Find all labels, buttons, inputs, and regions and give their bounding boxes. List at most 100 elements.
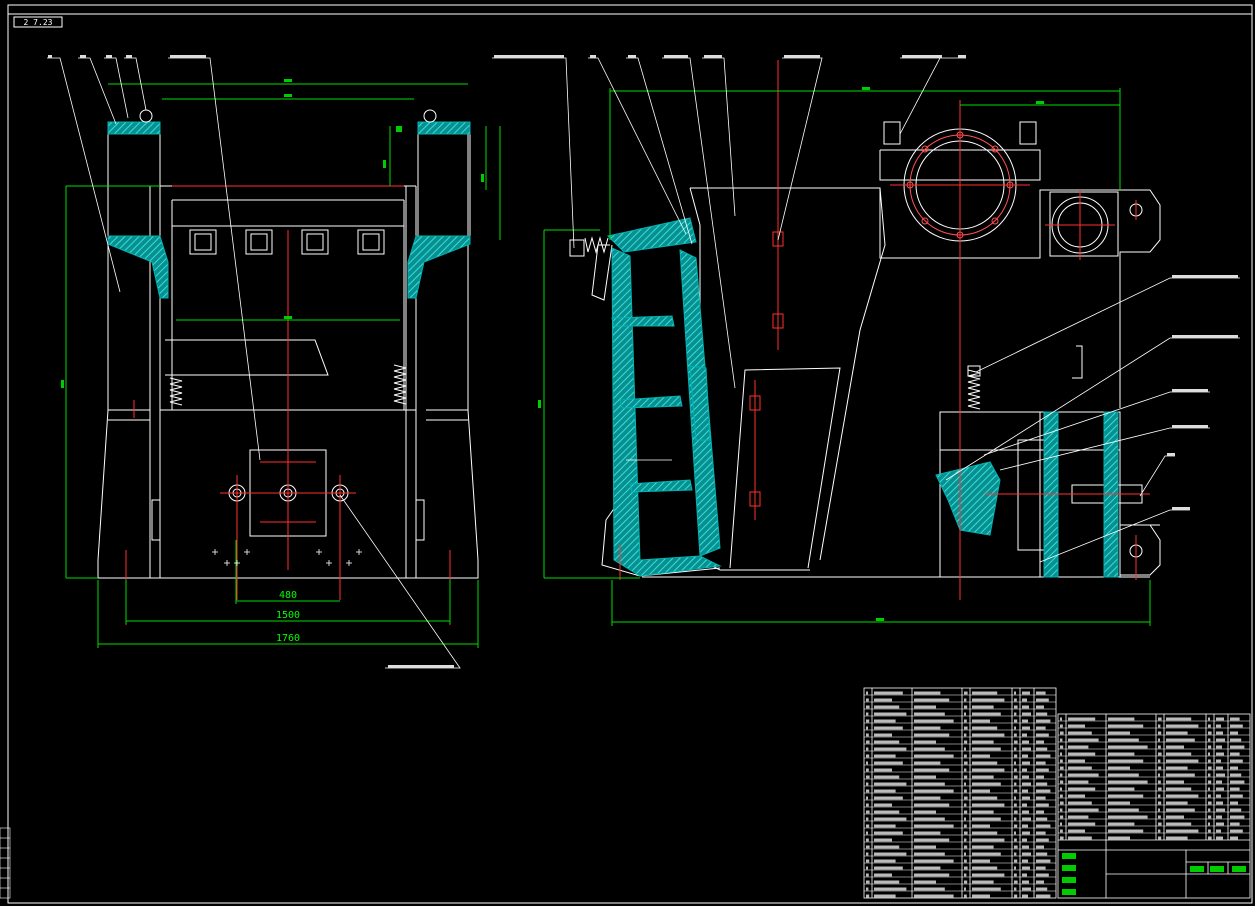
table-cell-text (1022, 775, 1029, 779)
table-cell-text (1108, 738, 1139, 742)
table-cell-text (1108, 780, 1148, 784)
table-cell-text (1108, 822, 1135, 826)
table-cell-text (1036, 803, 1049, 807)
table-cell-text (1230, 829, 1243, 833)
table-cell-text (1068, 752, 1096, 756)
table-cell-text (1230, 752, 1240, 756)
side-dim-marks (538, 87, 1044, 621)
table-cell-text (914, 831, 941, 835)
table-cell-text (1208, 731, 1212, 735)
table-cell-text (1014, 733, 1017, 737)
table-cell-text (1208, 794, 1211, 798)
table-cell-text (1166, 780, 1184, 784)
table-cell-text (1216, 822, 1224, 826)
table-cell-text (972, 705, 994, 709)
table-cell-text (874, 894, 896, 898)
table-cell-text (1014, 831, 1016, 835)
table-cell-text (866, 873, 869, 877)
table-cell-text (914, 810, 936, 814)
table-cell-text (964, 852, 966, 856)
table-cell-text (866, 831, 868, 835)
table-cell-text (874, 789, 896, 793)
table-cell-text (964, 873, 967, 877)
table-cell-text (1216, 724, 1221, 728)
table-cell-text (1166, 836, 1188, 840)
title-block-stamps (1062, 853, 1246, 895)
table-cell-text (1022, 768, 1027, 772)
table-cell-text (1108, 836, 1130, 840)
table-cell-text (1166, 787, 1192, 791)
table-cell-text (1230, 717, 1240, 721)
table-cell-text (1108, 829, 1144, 833)
table-cell-text (1022, 873, 1027, 877)
front-dimensions (65, 83, 501, 648)
table-cell-text (874, 768, 892, 772)
table-cell-text (972, 789, 990, 793)
table-cell-text (964, 796, 968, 800)
table-cell-text (1022, 726, 1030, 730)
table-cell-text (1060, 738, 1063, 742)
table-cell-text (1014, 691, 1016, 695)
table-cell-text (914, 775, 936, 779)
table-cell-text (1014, 880, 1018, 884)
table-cell-text (1014, 775, 1018, 779)
table-cell-text (1216, 829, 1221, 833)
table-cell-text (964, 691, 968, 695)
table-cell-text (866, 768, 869, 772)
table-cell-text (1022, 810, 1029, 814)
table-cell-text (1060, 794, 1063, 798)
table-cell-text (1036, 845, 1044, 849)
table-cell-text (1108, 808, 1139, 812)
table-cell-text (972, 719, 990, 723)
table-cell-text (1022, 754, 1028, 758)
revision-strip (0, 827, 11, 899)
table-cell-text (1022, 880, 1029, 884)
table-cell-text (1036, 831, 1046, 835)
table-cell-text (1216, 738, 1225, 742)
table-cell-text (1108, 773, 1139, 777)
table-cell-text (1022, 698, 1027, 702)
side-view-outline (591, 149, 1161, 578)
table-cell-text (1216, 815, 1222, 819)
table-cell-text (1014, 796, 1016, 800)
table-cell-text (1068, 745, 1089, 749)
table-cell-text (1166, 794, 1199, 798)
table-cell-text (1014, 873, 1017, 877)
table-cell-text (972, 845, 994, 849)
table-cell-text (1230, 822, 1240, 826)
parts-list-cells (866, 691, 1051, 898)
table-cell-text (1216, 787, 1224, 791)
table-cell-text (1014, 768, 1017, 772)
parts-list-rows (864, 694, 1056, 892)
table-cell-text (972, 803, 1005, 807)
table-cell-text (1158, 766, 1162, 770)
table-cell-text (1208, 836, 1212, 840)
table-cell-text (1166, 822, 1192, 826)
table-cell-text (874, 691, 903, 695)
table-cell-text (914, 719, 954, 723)
table-cell-text (914, 803, 950, 807)
table-cell-text (874, 712, 907, 716)
table-cell-text (1014, 747, 1017, 751)
table-cell-text (1166, 724, 1199, 728)
table-cell-text (1108, 787, 1135, 791)
table-cell-text (1158, 787, 1162, 791)
sheet-border (7, 4, 1253, 904)
table-cell-text (914, 754, 954, 758)
table-cell-text (1230, 731, 1238, 735)
table-cell-text (1208, 822, 1210, 826)
table-cell-text (1060, 773, 1063, 777)
table-cell-text (1022, 733, 1027, 737)
table-cell-text (972, 712, 1001, 716)
table-cell-text (1230, 780, 1245, 784)
table-cell-text (866, 754, 870, 758)
table-cell-text (964, 831, 968, 835)
table-cell-text (1036, 866, 1046, 870)
table-cell-text (1036, 796, 1046, 800)
table-cell-text (914, 873, 950, 877)
table-cell-text (874, 866, 903, 870)
front-dim-marks (61, 79, 484, 388)
table-cell-text (874, 754, 896, 758)
table-cell-text (914, 824, 954, 828)
table-cell-text (972, 740, 994, 744)
